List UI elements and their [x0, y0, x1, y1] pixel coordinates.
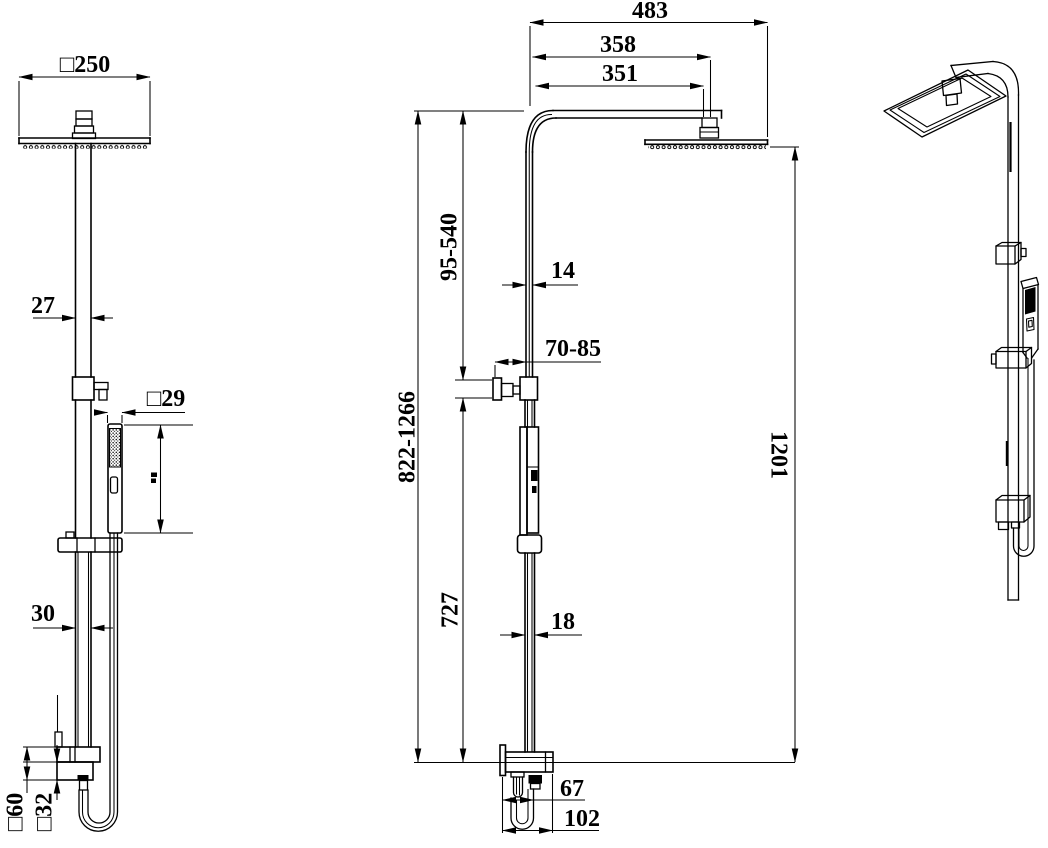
shower-nozzles	[648, 144, 766, 150]
hose-seal	[77, 775, 89, 781]
dim-arm-reach-inner: 351	[602, 61, 638, 87]
dim-handshower-width: □29	[147, 386, 186, 412]
mixer-valve-front	[54, 695, 101, 791]
hose-seal	[528, 775, 542, 784]
overhead-shower-front	[18, 110, 151, 149]
hose-front	[78, 532, 119, 832]
shower-nozzles	[22, 143, 148, 149]
wall-flange	[499, 744, 507, 777]
slide-holder-3d	[990, 346, 1033, 369]
dim-arm-reach-to-head-center: 358	[600, 32, 636, 58]
hose-connector	[529, 782, 541, 790]
wall-bracket-3d	[995, 241, 1027, 265]
dim-rail-depth: 18	[551, 609, 575, 635]
valve-handle	[54, 731, 63, 748]
mixer-valve-side	[499, 744, 554, 830]
valve-handle	[510, 771, 525, 778]
dim-head-to-base: 1201	[766, 431, 792, 479]
dim-riser-width: 27	[31, 293, 55, 319]
hand-shower-side	[519, 426, 540, 536]
dim-overall-height: 822-1266	[394, 391, 420, 483]
front-dimensions: □250 27 □29 30 □60 □32	[2, 52, 193, 831]
side-dimensions: 483 358 351 822-1266 95-540 727 14 70-85	[394, 0, 799, 834]
dim-valve-depth: 67	[560, 776, 584, 802]
hose-connector	[1010, 521, 1021, 529]
overhead-shower-3d	[883, 69, 1007, 138]
wall-bracket-side	[492, 376, 539, 401]
slide-holder-front	[57, 531, 123, 553]
dim-rail-width: 30	[31, 601, 55, 627]
valve-handle	[997, 521, 1010, 531]
perspective-view	[883, 60, 1040, 601]
riser-pipe-front	[74, 142, 92, 378]
slider-bracket-front	[71, 376, 109, 401]
mixer-valve-3d	[995, 494, 1031, 531]
illegible-dim-text	[151, 472, 157, 483]
overhead-shower-side	[644, 139, 769, 150]
rail-side	[524, 399, 536, 753]
rail-front	[74, 399, 92, 748]
dim-head-width: □250	[60, 52, 111, 78]
dim-riser-depth: 14	[551, 258, 575, 284]
dim-valve-trim-size: □32	[31, 793, 57, 832]
head-connector-side	[699, 117, 720, 139]
hose-connector	[78, 779, 89, 791]
dim-bracket-to-base: 727	[437, 592, 463, 628]
side-view: 483 358 351 822-1266 95-540 727 14 70-85	[394, 0, 799, 834]
dim-head-height-adjust: 95-540	[436, 213, 462, 281]
dim-valve-overall-depth: 102	[564, 806, 600, 832]
dim-valve-body-size: □60	[2, 793, 28, 832]
head-connector-3d	[941, 77, 963, 97]
spray-face	[109, 428, 121, 468]
hand-shower-3d	[1020, 276, 1040, 359]
riser-pipe-side	[525, 109, 723, 378]
diverter-button	[1025, 316, 1035, 332]
dim-arm-reach-overall: 483	[632, 0, 668, 24]
spray-face	[1025, 287, 1036, 315]
dim-wall-bracket-offset: 70-85	[545, 336, 601, 362]
rail-3d	[950, 60, 1020, 601]
front-view: □250 27 □29 30 □60 □32	[2, 52, 193, 832]
hose-3d	[1012, 358, 1035, 557]
hand-shower-front	[107, 423, 123, 534]
slide-holder-side	[516, 534, 543, 554]
diverter-button	[109, 476, 119, 494]
